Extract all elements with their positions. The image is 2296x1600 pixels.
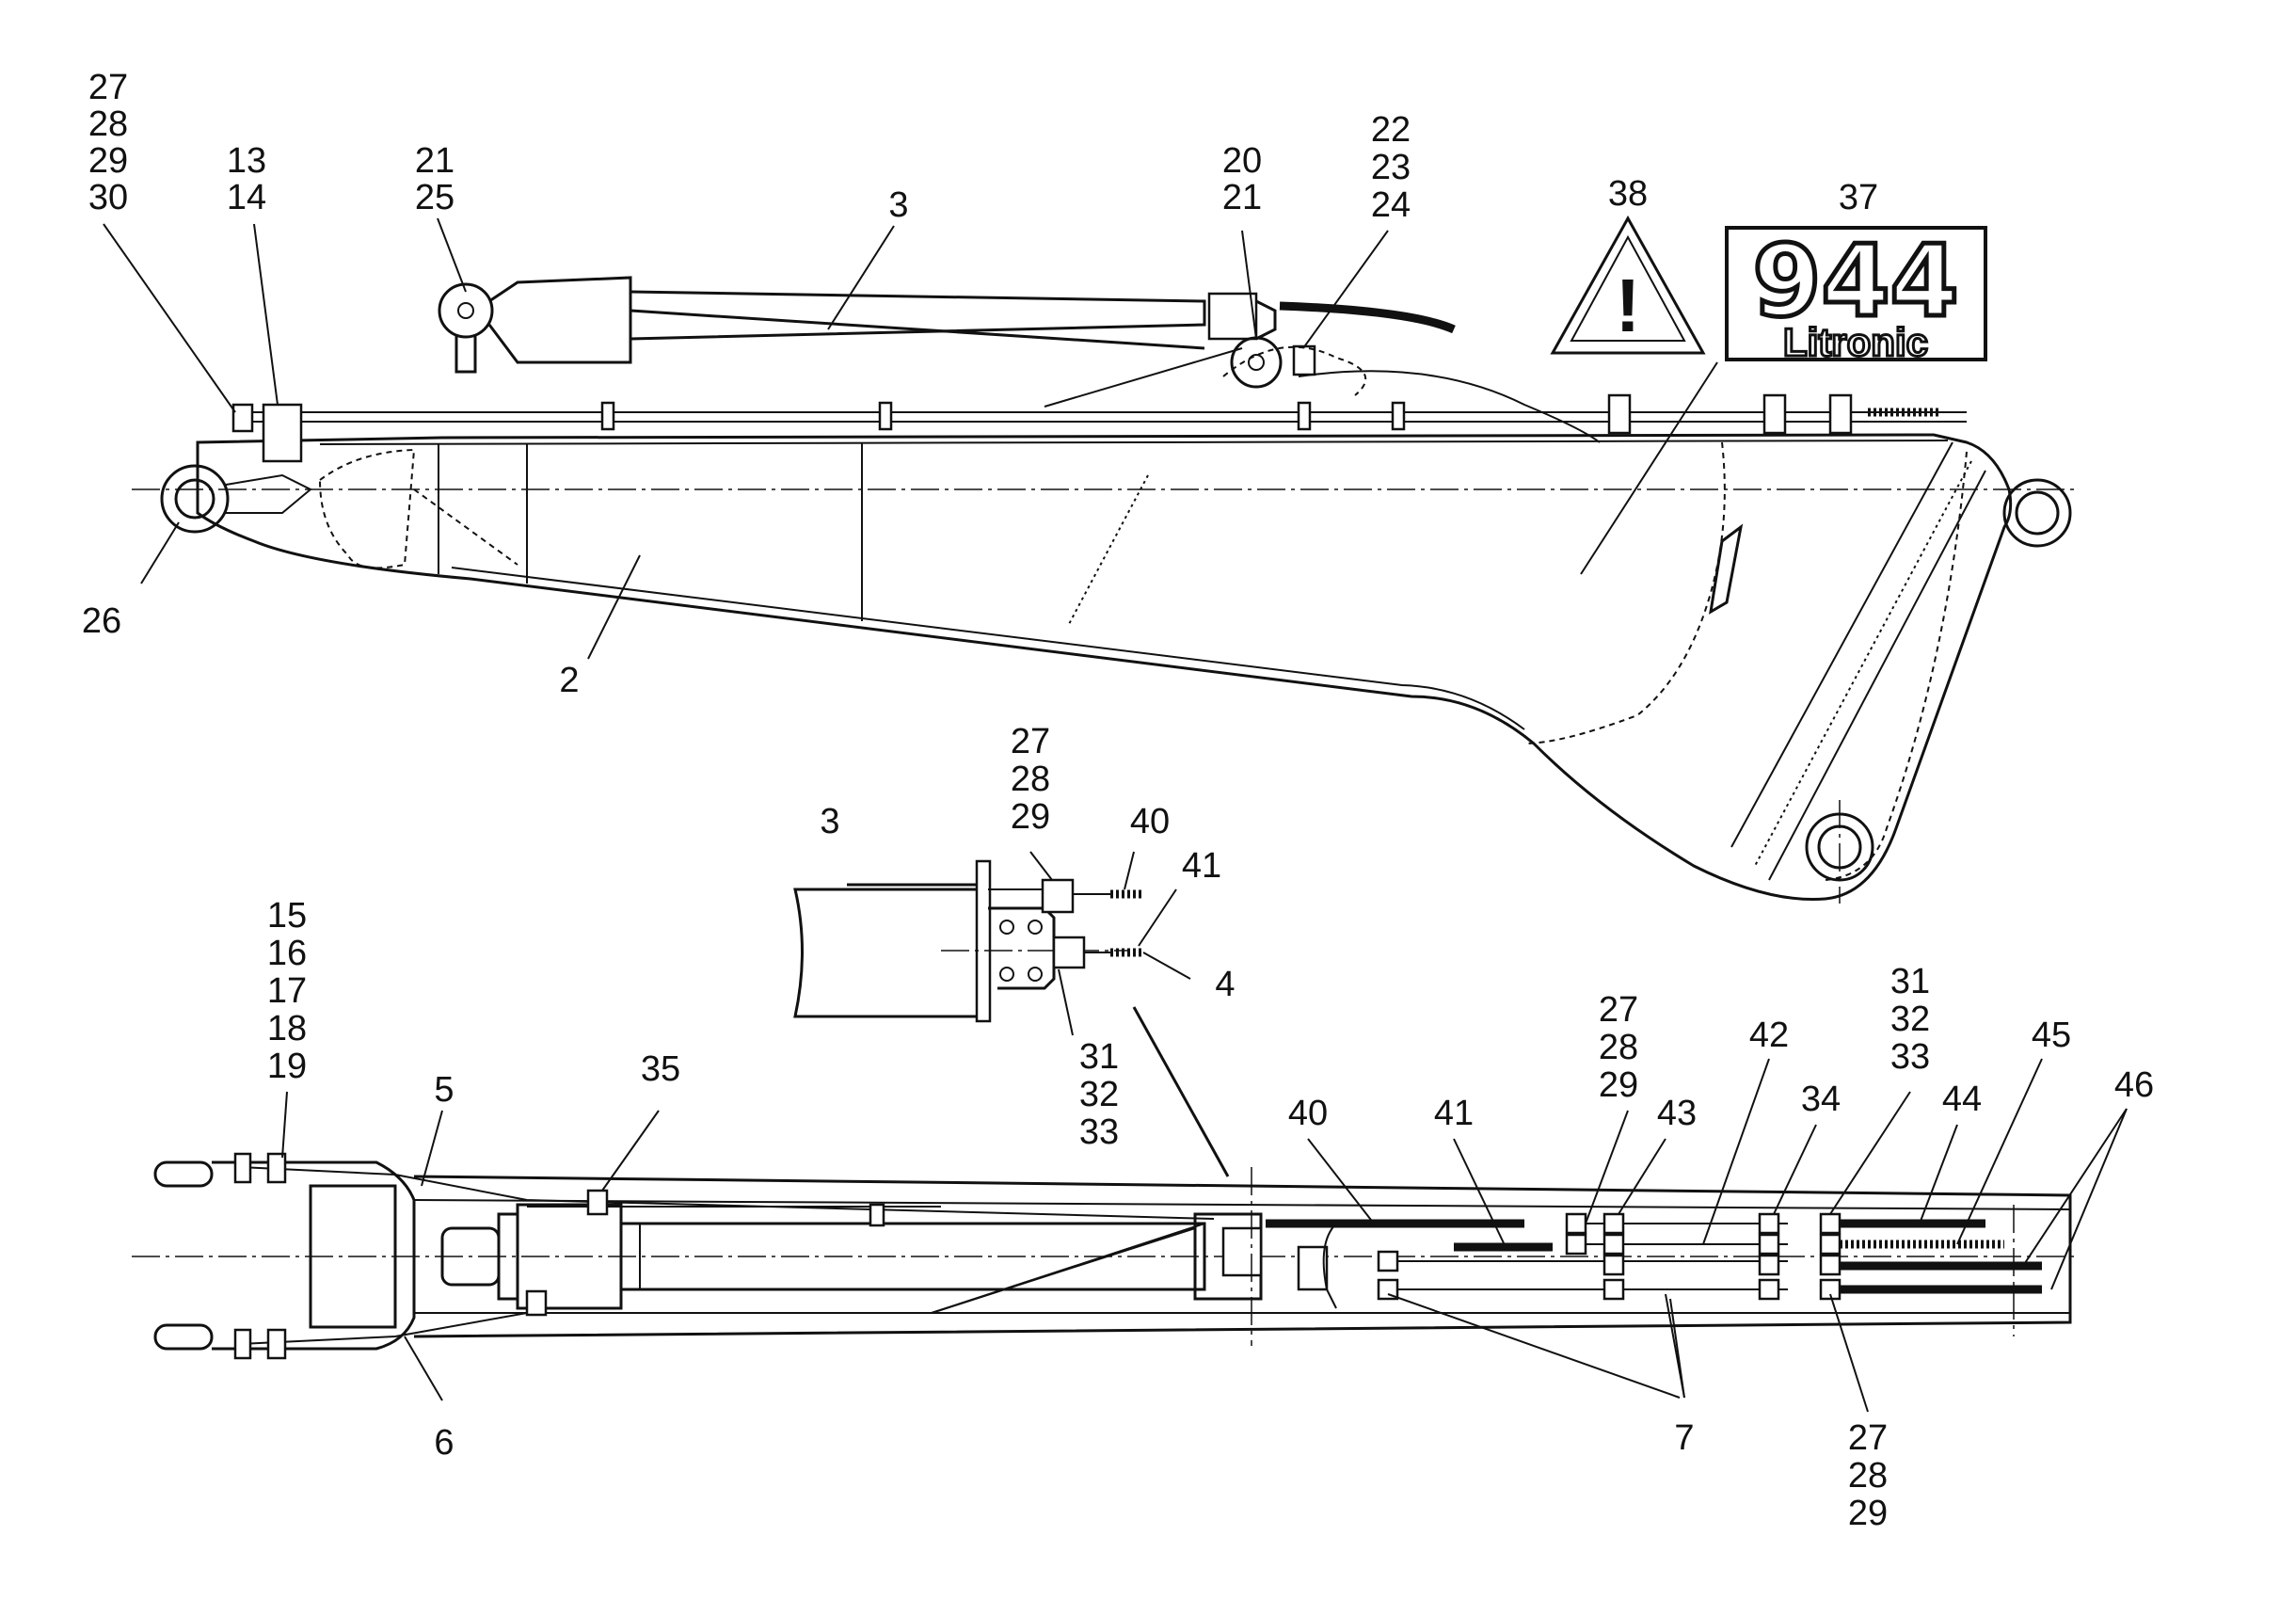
callout-19: 19 xyxy=(267,1047,307,1086)
callout-27-top: 27 xyxy=(88,68,128,107)
callout-5: 5 xyxy=(434,1070,454,1110)
callout-22: 22 xyxy=(1371,110,1411,150)
callout-20: 20 xyxy=(1222,141,1262,181)
callout-17: 17 xyxy=(267,971,307,1011)
bottom-view-leaders xyxy=(281,1058,2128,1413)
top-view-labels: 27 28 29 30 13 14 21 25 3 20 21 22 23 24… xyxy=(82,68,1878,700)
callout-37: 37 xyxy=(1839,178,1878,217)
callout-35: 35 xyxy=(641,1049,680,1089)
callout-27-bottom-top: 27 xyxy=(1599,990,1638,1030)
callout-30-top: 30 xyxy=(88,178,128,217)
callout-28-bottom-top: 28 xyxy=(1599,1028,1638,1067)
callout-38: 38 xyxy=(1608,174,1648,214)
callout-26: 26 xyxy=(82,601,121,641)
detail-leaders xyxy=(1029,851,1230,1177)
callout-33-detail: 33 xyxy=(1079,1112,1119,1152)
callout-21-left: 21 xyxy=(415,141,454,181)
callout-40-detail: 40 xyxy=(1130,802,1170,841)
callout-25: 25 xyxy=(415,178,454,217)
detail-view xyxy=(793,859,1191,1023)
callout-24: 24 xyxy=(1371,185,1411,225)
decal-model-number: 944 xyxy=(1752,224,1958,339)
callout-43: 43 xyxy=(1657,1094,1697,1133)
decal-brand: Litronic xyxy=(1783,320,1928,364)
callout-41-detail: 41 xyxy=(1182,846,1221,886)
callout-2: 2 xyxy=(559,661,579,700)
model-decal: 944 Litronic xyxy=(1725,222,1987,366)
detail-labels: 27 28 29 3 40 41 4 31 32 33 xyxy=(820,722,1235,1152)
clamp-block-13-14 xyxy=(262,403,303,463)
callout-28-top: 28 xyxy=(88,104,128,144)
callout-29-bottom-top: 29 xyxy=(1599,1065,1638,1105)
callout-28-detail: 28 xyxy=(1011,760,1050,799)
boom-side-view: ! 944 Litronic xyxy=(132,215,2080,904)
callout-4: 4 xyxy=(1215,965,1235,1004)
callout-18: 18 xyxy=(267,1009,307,1048)
callout-31-detail: 31 xyxy=(1079,1037,1119,1077)
callout-27-detail: 27 xyxy=(1011,722,1050,761)
callout-32-detail: 32 xyxy=(1079,1075,1119,1114)
callout-40-bottom: 40 xyxy=(1288,1094,1328,1133)
callout-6: 6 xyxy=(434,1423,454,1463)
callout-3-top: 3 xyxy=(888,185,908,225)
callout-14: 14 xyxy=(227,178,266,217)
callout-29-bottom: 29 xyxy=(1848,1494,1888,1533)
warning-symbol: ! xyxy=(1616,264,1641,347)
callout-29-top: 29 xyxy=(88,141,128,181)
callout-41-bottom: 41 xyxy=(1434,1094,1474,1133)
callout-31-bottom: 31 xyxy=(1890,962,1930,1001)
callout-15: 15 xyxy=(267,896,307,936)
callout-44: 44 xyxy=(1942,1080,1982,1119)
callout-3-detail: 3 xyxy=(820,802,839,841)
callout-32-bottom: 32 xyxy=(1890,1000,1930,1039)
warning-decal: ! xyxy=(1550,215,1706,355)
callout-16: 16 xyxy=(267,934,307,973)
callout-42: 42 xyxy=(1749,1016,1789,1055)
boom-foot-pin-outer xyxy=(160,464,230,534)
callout-34: 34 xyxy=(1801,1080,1841,1119)
callout-21-right: 21 xyxy=(1222,178,1262,217)
boom-heel-pin-upper xyxy=(2002,478,2072,548)
callout-28-bottom: 28 xyxy=(1848,1456,1888,1496)
boom-plan-view xyxy=(132,1152,2080,1360)
callout-13: 13 xyxy=(227,141,266,181)
boom-cylinder xyxy=(438,276,1601,443)
callout-46: 46 xyxy=(2114,1065,2154,1105)
callout-7: 7 xyxy=(1674,1418,1694,1458)
callout-45: 45 xyxy=(2032,1016,2071,1055)
callout-23: 23 xyxy=(1371,148,1411,187)
bottom-view-labels: 15 16 17 18 19 5 35 6 40 41 27 28 29 43 … xyxy=(267,896,2154,1533)
top-view-leaders xyxy=(103,217,1718,660)
callout-29-detail: 29 xyxy=(1011,797,1050,837)
callout-27-bottom: 27 xyxy=(1848,1418,1888,1458)
callout-33-bottom: 33 xyxy=(1890,1037,1930,1077)
